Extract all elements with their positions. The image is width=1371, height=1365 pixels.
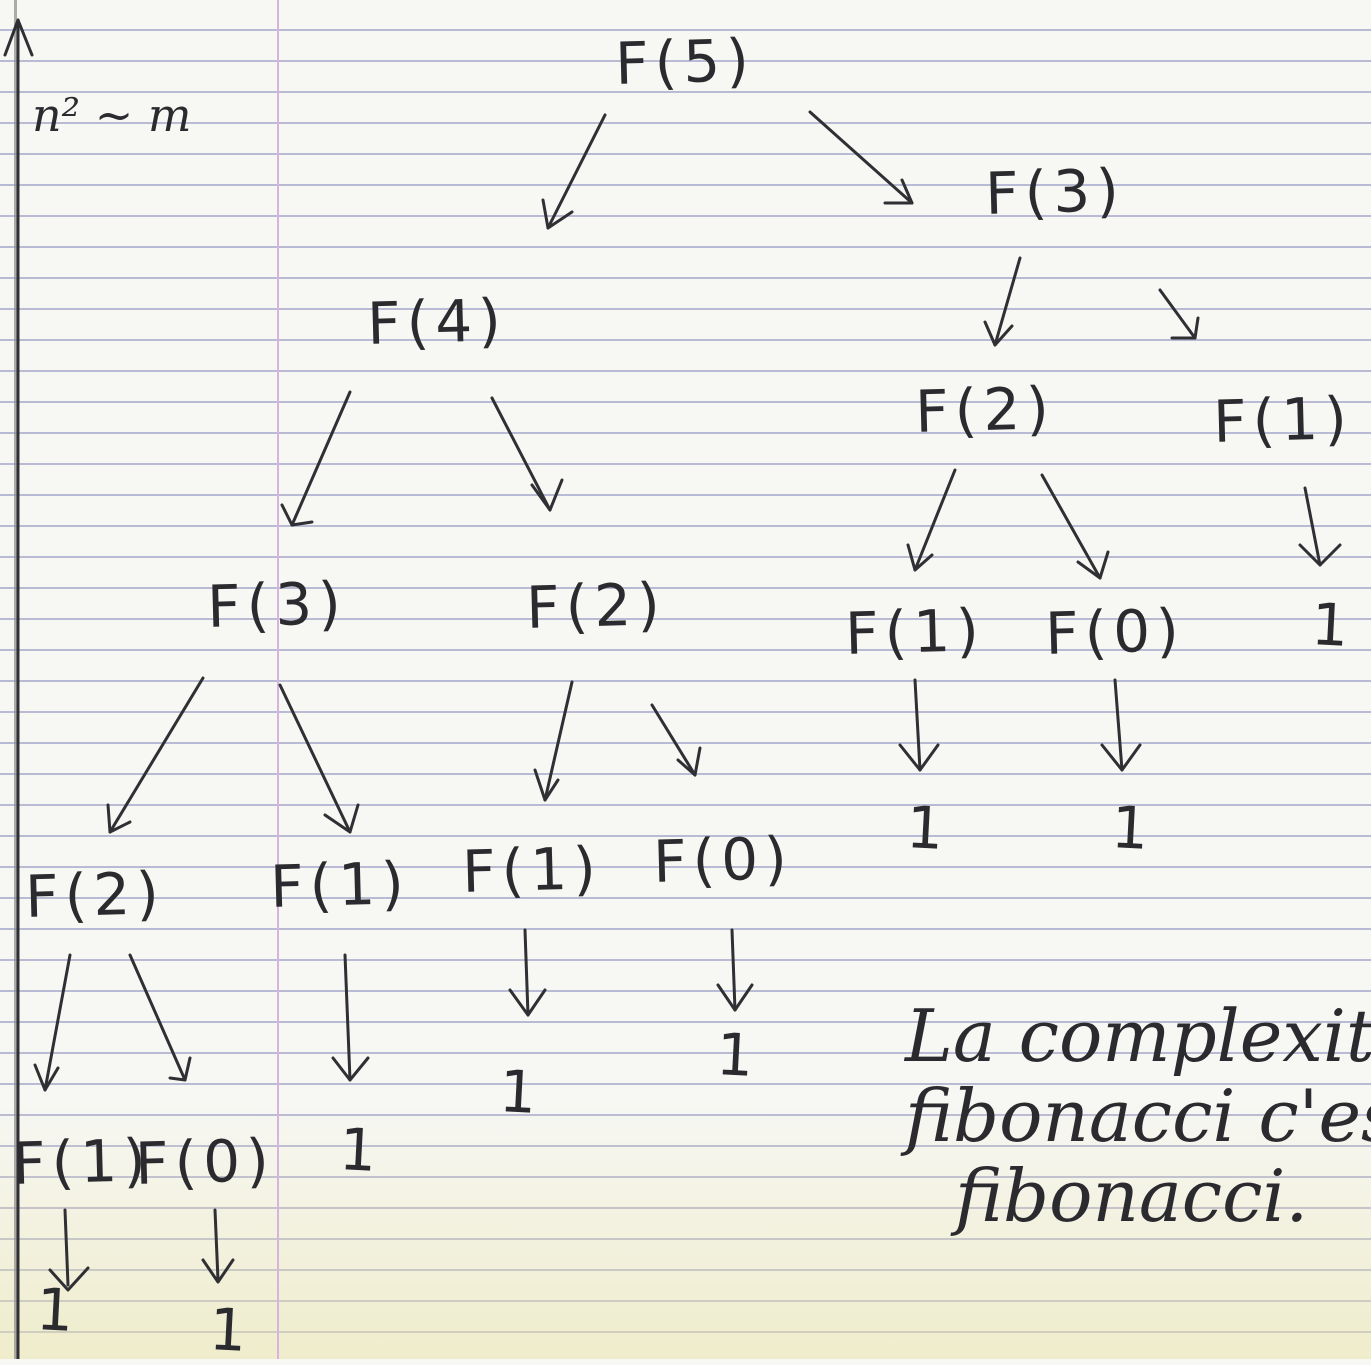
node-f0-bottom-left: F(0) [134, 1126, 276, 1198]
node-f2-leftmost: F(2) [24, 859, 166, 931]
arrow-f1l-to-1 [331, 953, 370, 1082]
margin-line [277, 0, 279, 1359]
leaf-1-under-f1-bottom-left: 1 [34, 1275, 76, 1345]
node-f1-under-f3-right: F(1) [1212, 384, 1354, 456]
note-line-3: fibonacci. [955, 1154, 1309, 1238]
leaf-1-under-f1-f3-left: 1 [337, 1115, 379, 1185]
binding-edge [14, 0, 17, 1359]
leaf-1-under-f0-f2-right: 1 [1109, 793, 1151, 863]
node-f1-bottom-left: F(1) [11, 1126, 153, 1198]
node-f0-under-f2-mid: F(0) [652, 824, 794, 896]
arrow-f0m-to-1 [716, 928, 754, 1012]
arrow-f3-to-f1 [1158, 288, 1200, 340]
node-f3-left: F(3) [206, 569, 348, 641]
leaf-1-under-f0-f2-mid: 1 [714, 1020, 756, 1090]
arrow-f1m-to-1 [508, 928, 547, 1017]
arrow-f5-to-f3 [808, 110, 914, 205]
arrow-f1-to-1-a [898, 678, 940, 772]
node-f2-under-f4: F(2) [525, 570, 667, 642]
node-f1-under-f2-mid: F(1) [461, 834, 603, 906]
arrow-f2m-to-f1 [533, 680, 574, 802]
arrow-f2r-to-f0 [1040, 473, 1110, 580]
corner-note: n² ~ m [32, 88, 192, 142]
note-line-1: La complexité [905, 994, 1371, 1078]
arrow-f3l-to-f1 [278, 683, 360, 834]
arrow-f1bl-to-1 [48, 1208, 90, 1292]
node-f5: F(5) [614, 26, 756, 98]
leaf-1-under-f1-f2-right: 1 [904, 793, 946, 863]
leaf-1-under-f1-f2-mid: 1 [497, 1057, 539, 1127]
leaf-1-under-f1-right: 1 [1309, 590, 1351, 660]
node-f3-right: F(3) [984, 156, 1126, 228]
node-f0-under-f2-right: F(0) [1044, 596, 1186, 668]
arrow-f4-to-f2 [490, 396, 564, 512]
arrow-f2m-to-f0 [650, 703, 702, 777]
arrow-f5-to-f4 [541, 113, 607, 230]
arrow-f1r-to-1 [1298, 486, 1342, 567]
arrow-f0-to-1-a [1100, 678, 1142, 772]
axis-up-arrow [3, 18, 34, 1359]
arrow-f3-to-f2 [983, 256, 1022, 347]
node-f2-under-f3-right: F(2) [914, 374, 1056, 446]
arrow-f2r-to-f1 [906, 468, 957, 572]
arrow-f0bl-to-1 [201, 1208, 235, 1284]
arrow-f2l-to-f1 [33, 953, 72, 1092]
node-f4: F(4) [366, 286, 508, 358]
leaf-1-under-f0-bottom-left: 1 [207, 1295, 249, 1365]
node-f1-under-f3-left: F(1) [269, 849, 411, 921]
arrow-f3l-to-f2 [106, 676, 205, 834]
node-f1-under-f2-right: F(1) [844, 596, 986, 668]
arrow-f2l-to-f0 [128, 953, 192, 1082]
note-line-2: fibonacci c'est [905, 1074, 1371, 1158]
arrow-f4-to-f3-left [280, 390, 352, 527]
